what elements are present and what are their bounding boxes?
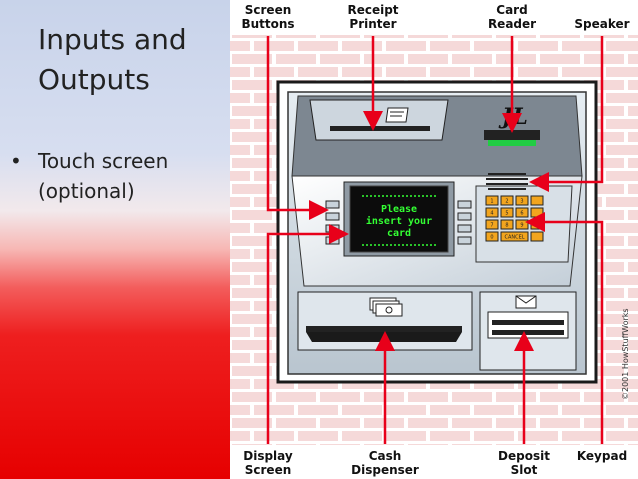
receipt-printer-panel [309,99,449,141]
envelope-icon [515,295,537,309]
arrow-screen-buttons [266,36,329,220]
bullet-line-2: (optional) [38,179,135,203]
arrow-keypad [525,212,604,444]
keypad-key [485,219,499,230]
label-speaker: Speaker [574,17,629,31]
arrow-speaker [529,36,604,192]
keypad-key [500,207,514,218]
screen-buttons-right [457,200,472,245]
keypad-key-label: 2 [505,199,508,205]
label-screen-buttons-2: Buttons [241,17,294,31]
keypad-key-label: 6 [520,211,523,217]
keypad-key [500,219,514,230]
slide-title: Inputs and Outputs [38,20,223,100]
label-keypad: Keypad [577,449,627,463]
screen-message-line-1: Please [381,204,417,215]
keypad-key [485,195,499,206]
label-deposit-slot-2: Slot [511,463,538,477]
keypad-key-label: 9 [520,223,523,229]
keypad-key-label: CANCEL [504,235,524,241]
label-display-screen-2: Screen [245,463,292,477]
keypad-key [500,231,529,242]
receipt-slot [330,126,430,131]
bullet-line-1: Touch screen [38,149,169,173]
label-screen-buttons-1: Screen [245,3,292,17]
keypad-key-label: 5 [505,211,508,217]
arrow-display-screen [266,224,349,444]
screen-message-line-3: card [387,228,411,239]
screen-message-line-2: insert your [366,215,432,227]
label-cash-dispenser-2: Dispenser [351,463,419,477]
keypad-key-label: 1 [490,199,493,205]
keypad-function-key [530,195,544,206]
label-deposit-slot-1: Deposit [498,449,550,463]
atm-diagram: JL Please insert your card [230,0,638,479]
keypad-key [500,195,514,206]
keypad-key-label: 4 [490,211,493,217]
keypad-key [515,195,529,206]
label-cash-dispenser-1: Cash [369,449,402,463]
keypad-key-label: 3 [520,199,523,205]
bullet-marker: • [10,149,22,173]
keypad-key [485,207,499,218]
receipt-icon [385,107,409,123]
copyright-text: ©2001 HowStuffWorks [621,308,630,400]
keypad-key-label: 0 [490,235,493,241]
keypad-key-label: 7 [490,223,493,229]
speaker-grille [486,173,528,190]
label-receipt-printer-2: Printer [349,17,396,31]
atm-illustration: JL Please insert your card [230,3,638,477]
keypad-function-key [530,231,544,242]
title-line-1: Inputs and [38,23,187,56]
deposit-slot [492,320,564,325]
cash-slot [306,326,462,332]
label-display-screen-1: Display [243,449,293,463]
slide-left-panel: Inputs and Outputs • Touch screen (optio… [0,0,230,479]
keypad-function-key [530,207,544,218]
title-line-2: Outputs [38,63,150,96]
label-receipt-printer-1: Receipt [347,3,398,17]
label-card-reader-1: Card [496,3,527,17]
keypad-key-label: 8 [505,223,508,229]
display-screen [349,185,449,253]
label-card-reader-2: Reader [488,17,536,31]
callout-arrows [266,36,604,444]
cash-icon [369,297,403,317]
keypad-key [485,231,499,242]
